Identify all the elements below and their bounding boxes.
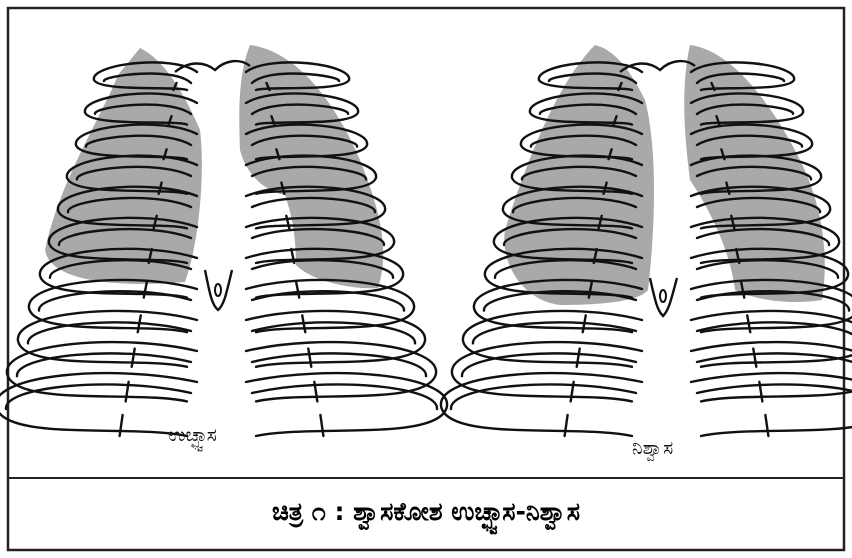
right-a-rib-10 bbox=[452, 342, 642, 401]
left-a-rib-8 bbox=[29, 280, 197, 332]
right-a-rib-11-joint bbox=[565, 415, 568, 436]
left-b-rib-11 bbox=[246, 373, 447, 436]
inhalation-label: ಉಚ್ಛ್ವಾಸ bbox=[168, 424, 217, 446]
right-b-rib-9-joint bbox=[753, 349, 756, 367]
left-b-rib-8 bbox=[246, 280, 414, 332]
left-b-rib-9-inner bbox=[252, 322, 415, 343]
left-trachea bbox=[175, 61, 250, 72]
left-xiphoid-hole bbox=[215, 284, 221, 296]
right-b-rib-11 bbox=[691, 373, 852, 436]
right-b-rib-10 bbox=[691, 342, 852, 401]
right-trachea bbox=[620, 61, 695, 72]
left-b-rib-11-joint bbox=[320, 415, 323, 436]
left-b-rib-9-joint bbox=[308, 349, 311, 367]
right-a-rib-11 bbox=[441, 373, 642, 436]
left-a-rib-9-joint bbox=[132, 349, 135, 367]
right-a-rib-9-inner bbox=[473, 322, 636, 343]
left-a-rib-9-inner bbox=[28, 322, 191, 343]
left-xiphoid bbox=[205, 270, 232, 310]
left-a-rib-10 bbox=[7, 342, 197, 401]
right-ribcage bbox=[504, 45, 825, 305]
left-a-rib-11-joint bbox=[120, 415, 123, 436]
left-b-rib-10 bbox=[246, 342, 436, 401]
right-xiphoid-hole bbox=[660, 290, 666, 302]
right-xiphoid bbox=[650, 278, 677, 316]
right-b-rib-11-joint bbox=[765, 415, 768, 436]
right-a-rib-9-joint bbox=[577, 349, 580, 367]
exhalation-label: ನಿಶ್ವಾಸ bbox=[632, 437, 673, 459]
figure-caption: ಚಿತ್ರ ೧ : ಶ್ವಾಸಕೋಶ ಉಚ್ಛ್ವಾಸ-ನಿಶ್ವಾಸ bbox=[0, 497, 852, 527]
